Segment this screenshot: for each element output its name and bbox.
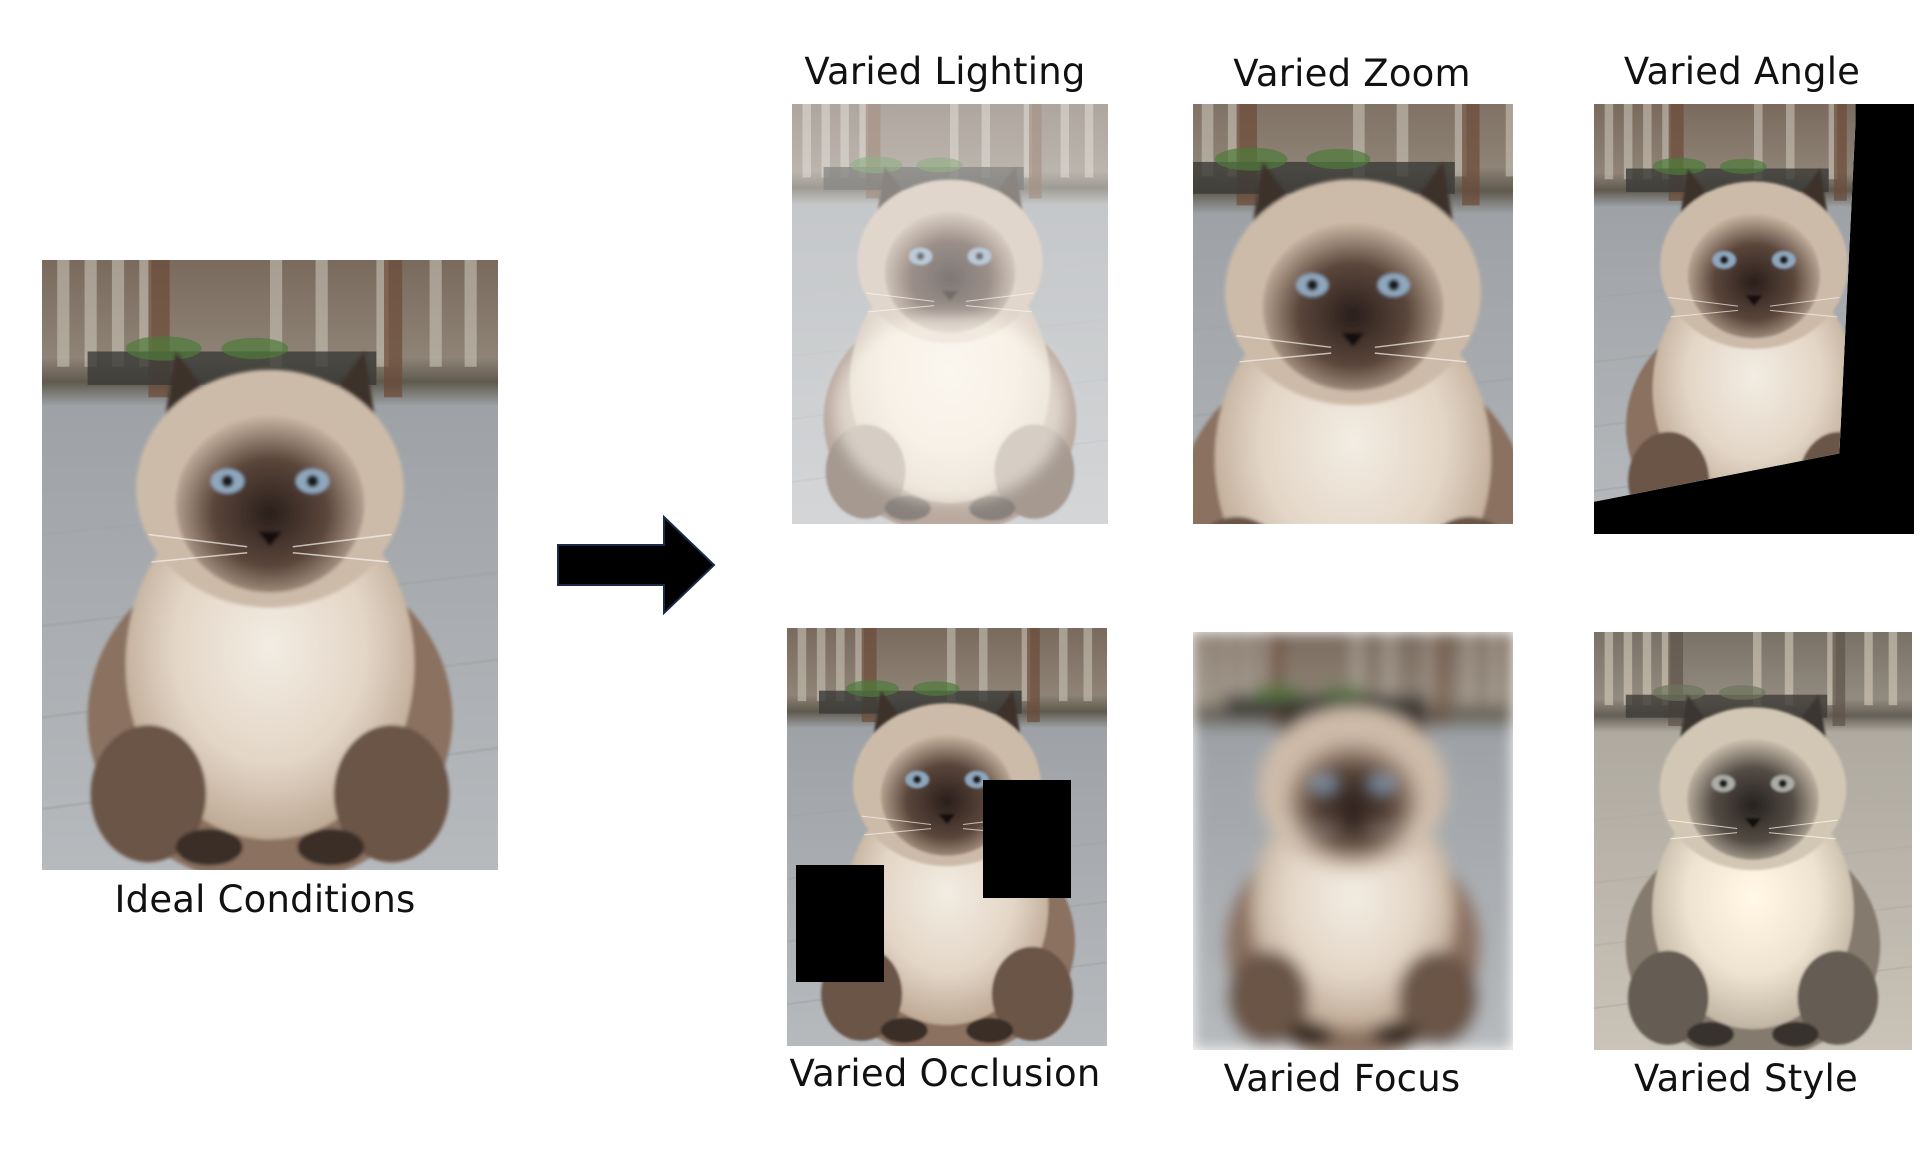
cat-photo-focus bbox=[1193, 632, 1513, 1050]
cat-photo-ideal bbox=[42, 260, 498, 870]
cat-photo-zoom bbox=[1193, 104, 1513, 524]
label-varied-occlusion: Varied Occlusion bbox=[789, 1052, 1101, 1095]
cat-photo-style bbox=[1594, 632, 1912, 1050]
label-varied-focus: Varied Focus bbox=[1223, 1057, 1461, 1100]
label-varied-zoom: Varied Zoom bbox=[1233, 52, 1471, 95]
right-arrow-icon bbox=[557, 515, 716, 615]
label-ideal-conditions: Ideal Conditions bbox=[114, 878, 416, 921]
cat-photo-lighting bbox=[792, 104, 1108, 524]
label-varied-angle: Varied Angle bbox=[1623, 50, 1861, 93]
cat-photo-angle bbox=[1594, 104, 1914, 534]
cat-photo-occlusion bbox=[787, 628, 1107, 1046]
occlusion-block-left bbox=[796, 865, 884, 982]
occlusion-block-right bbox=[983, 780, 1071, 898]
label-varied-style: Varied Style bbox=[1634, 1057, 1858, 1100]
label-varied-lighting: Varied Lighting bbox=[804, 50, 1086, 93]
